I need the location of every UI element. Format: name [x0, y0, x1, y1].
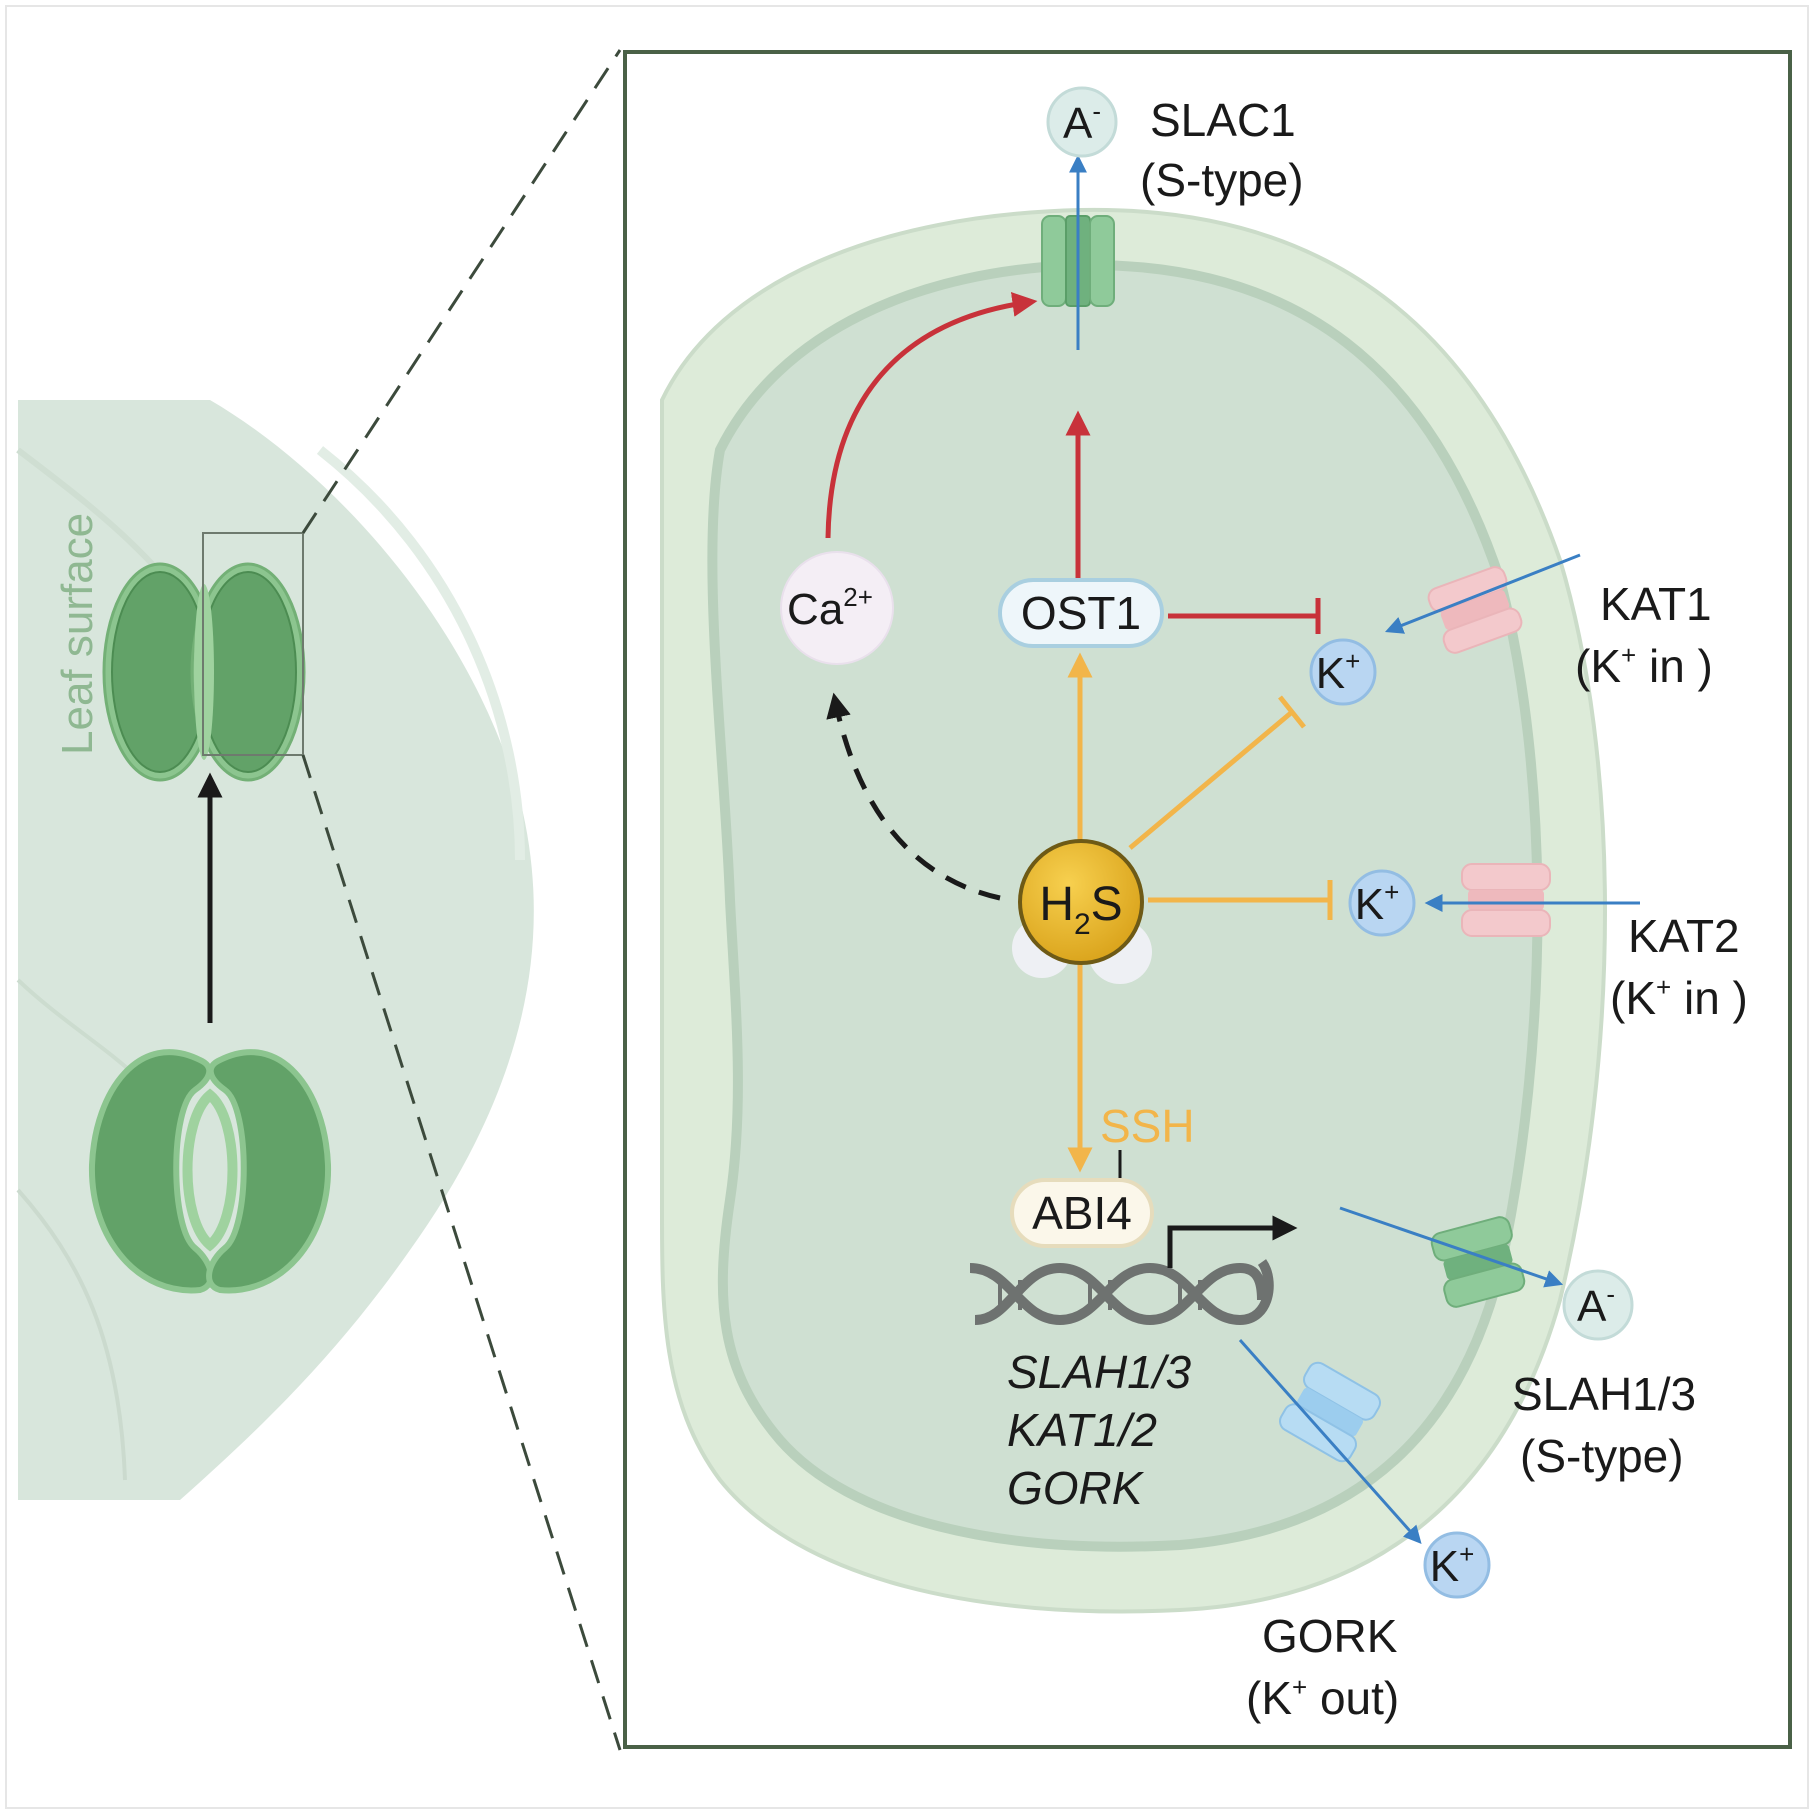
closed-stoma — [102, 532, 306, 782]
anion-right-bubble — [1562, 1269, 1634, 1341]
kat2-channel — [1461, 863, 1551, 937]
kat2-subunit-mid — [1468, 890, 1544, 910]
h2s-node: H2S — [1012, 839, 1152, 984]
anion-right: A- — [1562, 1269, 1634, 1341]
anion-top-bubble — [1046, 86, 1118, 158]
k-gork: K+ — [1423, 1531, 1491, 1599]
h2s-bubble — [1018, 839, 1144, 965]
slah-subunit-top — [1430, 1216, 1513, 1262]
calcium-bubble — [780, 551, 894, 665]
ost1-node: OST1 — [998, 578, 1164, 648]
leaf-surface-label: Leaf surface — [53, 513, 102, 755]
k-kat2-bubble — [1348, 869, 1416, 937]
kat2-type: (K+ in ) — [1610, 972, 1748, 1024]
anion-top-label: A- — [1063, 96, 1101, 148]
target-gene-gork: GORK — [1007, 1462, 1145, 1514]
open-guard-cell-right — [206, 1049, 332, 1294]
open-stoma — [88, 1049, 332, 1294]
slah-name: SLAH1/3 — [1512, 1368, 1696, 1420]
ost1-inhibits-kat1 — [1168, 598, 1321, 634]
zoom-line-bottom — [301, 754, 622, 1751]
zoom-box — [202, 532, 304, 756]
kat2-subunit-top — [1461, 863, 1551, 891]
slah-subunit-bottom — [1443, 1262, 1526, 1308]
dna-strand-1 — [969, 1259, 1274, 1326]
anion-top: A- — [1046, 86, 1118, 158]
kat1-type: (K+ in ) — [1575, 640, 1713, 692]
k-gork-bubble — [1423, 1531, 1491, 1599]
guard-cell-right — [199, 571, 297, 773]
h2s-label: H2S — [1039, 878, 1122, 941]
ost1-pill — [998, 578, 1164, 648]
anion-right-label: A- — [1577, 1279, 1615, 1331]
transcription-start-arrow — [1167, 1215, 1298, 1268]
slah-subunit-mid — [1443, 1244, 1513, 1280]
kat1-name: KAT1 — [1600, 578, 1712, 630]
zoom-line-top — [301, 49, 622, 534]
calcium-node: Ca2+ — [780, 551, 894, 665]
slah-anion-efflux-arrow — [1339, 1206, 1564, 1288]
kat2-subunit-bottom — [1461, 909, 1551, 937]
k-kat1-bubble — [1309, 638, 1377, 706]
calcium-label: Ca2+ — [787, 582, 873, 634]
gork-subunit-mid — [1297, 1387, 1363, 1437]
target-gene-kat: KAT1/2 — [1007, 1404, 1157, 1456]
slac1-type: (S-type) — [1140, 154, 1304, 206]
ca-to-slac1-arrow — [825, 292, 1038, 539]
cell-panel: A- SLAC1 (S-type) K+ KAT1 (K+ in ) K+ KA… — [623, 50, 1792, 1749]
slah-channel — [1430, 1216, 1526, 1308]
dna-rungs — [998, 1276, 1202, 1312]
gork-name: GORK — [1262, 1610, 1398, 1662]
gork-k-efflux-arrow — [1238, 1339, 1422, 1545]
kat1-subunit-bottom — [1442, 607, 1523, 654]
k-kat2: K+ — [1348, 869, 1416, 937]
leaf-vein-3 — [16, 1188, 127, 1481]
dna-icon — [969, 1259, 1274, 1326]
ost1-label: OST1 — [1021, 587, 1141, 639]
stoma-pore-open — [182, 1088, 238, 1252]
abi4-node: ABI4 — [1010, 1178, 1154, 1248]
leaf-edge-highlight — [316, 446, 525, 861]
open-guard-cell-left — [88, 1049, 214, 1294]
slac1-channel — [1041, 215, 1115, 307]
leaf-panel: Leaf surface — [16, 49, 622, 1751]
target-gene-slah: SLAH1/3 — [1007, 1346, 1192, 1398]
abi4-label: ABI4 — [1032, 1187, 1132, 1239]
k-kat1-label: K+ — [1316, 646, 1361, 698]
k-kat1: K+ — [1309, 638, 1377, 706]
slac1-subunit-right — [1089, 215, 1115, 307]
h2s-kat1-inhibit-bar — [1278, 695, 1306, 729]
slac1-name: SLAC1 — [1150, 94, 1296, 146]
slah-type: (S-type) — [1520, 1430, 1684, 1482]
dna-strand-2 — [974, 1262, 1267, 1326]
kat2-name: KAT2 — [1628, 910, 1740, 962]
gork-subunit-top — [1303, 1361, 1381, 1421]
kat1-subunit-mid — [1440, 590, 1510, 630]
h2s-inhibits-kat2-k — [1148, 880, 1333, 920]
h2s-kat1-inhibit-line — [1128, 710, 1294, 850]
kat1-k-influx-arrow — [1384, 553, 1581, 634]
k-kat2-label: K+ — [1355, 877, 1400, 929]
slac1-subunit-left — [1041, 215, 1067, 307]
k-gork-label: K+ — [1430, 1539, 1475, 1591]
abi4-pill — [1010, 1178, 1154, 1248]
gork-type: (K+ out) — [1246, 1672, 1399, 1724]
h2s-to-ca-dashed-arrow — [826, 692, 1001, 901]
ssh-label: SSH — [1100, 1100, 1195, 1152]
kat1-channel — [1427, 566, 1523, 654]
h2s-inhibits-kat1-k — [1128, 695, 1306, 850]
